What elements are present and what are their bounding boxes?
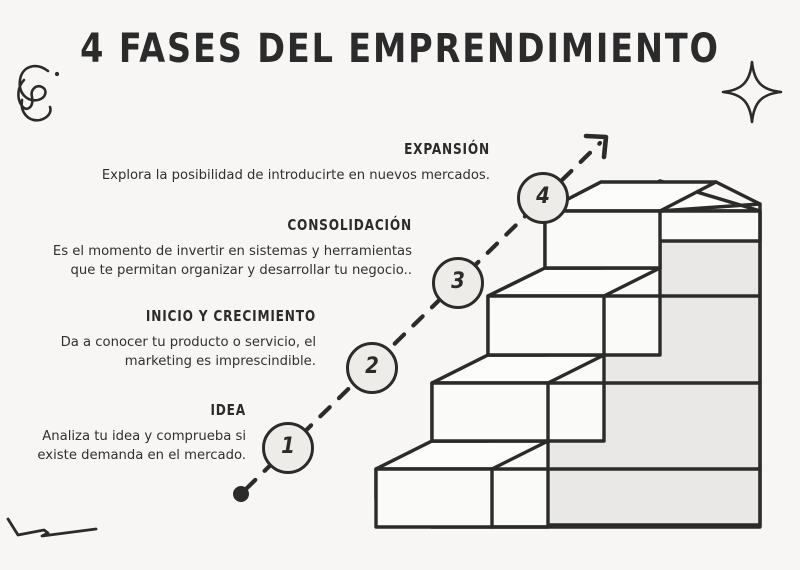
step-node-4-label: 4 bbox=[536, 184, 550, 209]
staircase-step-3-left-front bbox=[486, 294, 606, 357]
phase-body-4: Explora la posibilidad de introducirte e… bbox=[101, 168, 490, 183]
phase-heading-4: EXPANSIÓN bbox=[404, 140, 490, 158]
spiral-flourish-doodle bbox=[17, 64, 52, 122]
phase-body-2: Da a conocer tu producto o servicio, el … bbox=[60, 335, 316, 369]
page-title: 4 FASES DEL EMPRENDIMIENTO bbox=[80, 26, 720, 72]
phase-block-inicio-y-crecimiento: INICIO Y CRECIMIENTO Da a conocer tu pro… bbox=[20, 307, 316, 371]
four-point-star-icon bbox=[721, 60, 783, 124]
staircase-right-edge bbox=[490, 180, 762, 529]
staircase-right-inner-edge bbox=[658, 202, 762, 213]
phase-body-1: Analiza tu idea y comprueba si existe de… bbox=[37, 429, 246, 463]
phase-heading-1: IDEA bbox=[210, 401, 246, 419]
phase-block-expansion: EXPANSIÓN Explora la posibilidad de intr… bbox=[40, 140, 490, 186]
progress-arrowhead-icon bbox=[583, 133, 609, 160]
step-node-3-label: 3 bbox=[451, 269, 465, 294]
phase-block-idea: IDEA Analiza tu idea y comprueba si exis… bbox=[10, 401, 246, 465]
spiral-flourish-dot bbox=[54, 71, 60, 77]
step-node-3: 3 bbox=[432, 257, 484, 309]
step-node-1-label: 1 bbox=[281, 434, 295, 459]
phase-heading-3: CONSOLIDACIÓN bbox=[287, 216, 412, 234]
step-node-1: 1 bbox=[262, 422, 314, 474]
phase-heading-2: INICIO Y CRECIMIENTO bbox=[145, 307, 316, 325]
staircase-step-2-left-front bbox=[430, 381, 550, 443]
zigzag-squiggle-doodle bbox=[6, 517, 98, 538]
step-node-2: 2 bbox=[346, 342, 398, 394]
staircase-step-4-left-front bbox=[543, 209, 662, 270]
phase-body-3: Es el momento de invertir en sistemas y … bbox=[52, 244, 412, 278]
step-node-2-label: 2 bbox=[365, 354, 379, 379]
step-node-4: 4 bbox=[517, 172, 569, 224]
phase-block-consolidacion: CONSOLIDACIÓN Es el momento de invertir … bbox=[40, 216, 412, 280]
